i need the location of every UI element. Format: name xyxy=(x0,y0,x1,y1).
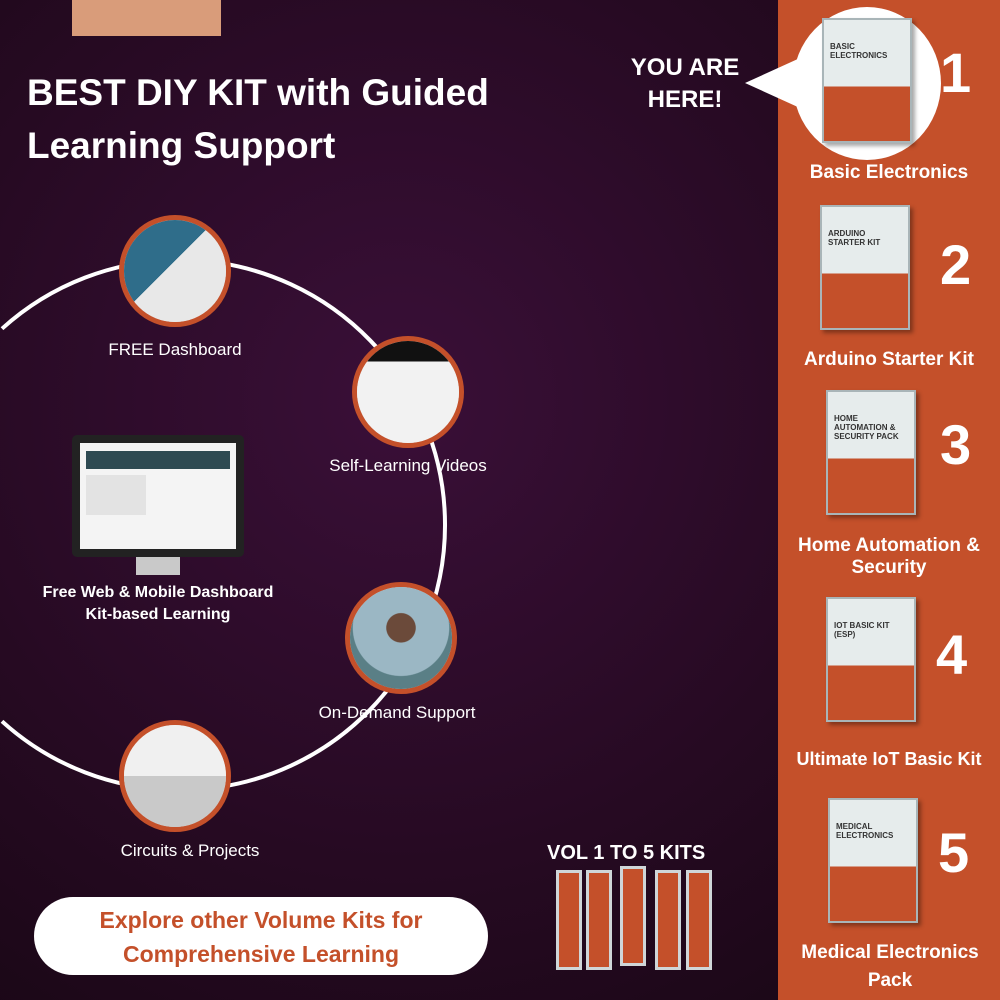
you-line: YOU ARE xyxy=(630,54,740,81)
kit-number: 4 xyxy=(936,623,968,686)
feature-videos-image xyxy=(352,336,464,448)
volumes-title: VOL 1 TO 5 KITS xyxy=(547,842,706,864)
cta-line: Explore other Volume Kits for xyxy=(99,907,423,933)
monitor-screen xyxy=(80,443,236,549)
feature-label: FREE Dashboard xyxy=(108,340,242,359)
box-text: IOT BASIC KIT (ESP) xyxy=(834,621,890,639)
caption-line: Kit-based Learning xyxy=(85,606,231,623)
kit-label[interactable]: Ultimate IoT Basic Kit xyxy=(796,749,982,769)
feature-label: On-Demand Support xyxy=(318,703,476,722)
feature-label: Circuits & Projects xyxy=(120,841,260,860)
box-text: MEDICAL ELECTRONICS xyxy=(836,822,894,840)
kit-4-box[interactable]: IOT BASIC KIT (ESP) xyxy=(826,597,916,722)
you-line: HERE! xyxy=(647,86,723,113)
caption-line: Free Web & Mobile Dashboard xyxy=(42,584,274,601)
feature-support-image xyxy=(345,582,457,694)
speech-bubble-pointer xyxy=(745,58,800,108)
feature-circuits-image xyxy=(119,720,231,832)
kit-number: 2 xyxy=(940,233,972,296)
feature-dashboard-image xyxy=(119,215,231,327)
volume-box-image xyxy=(556,870,582,970)
volume-box-image xyxy=(620,866,646,966)
kit-label[interactable]: Basic Electronics xyxy=(809,162,969,183)
kit-1-box[interactable]: BASIC ELECTRONICS xyxy=(822,18,912,143)
kit-number: 1 xyxy=(940,41,972,104)
dashboard-circuit-icon xyxy=(124,220,226,322)
monitor-dashboard-preview xyxy=(72,435,244,557)
page-title: BEST DIY KIT with Guided Learning Suppor… xyxy=(27,72,489,166)
volume-box-image xyxy=(586,870,612,970)
screen-card xyxy=(86,475,146,515)
box-text: BASIC ELECTRONICS xyxy=(830,42,888,60)
support-person-icon xyxy=(350,587,452,689)
decorative-tan-block xyxy=(72,0,221,36)
kit-label[interactable]: Arduino Starter Kit xyxy=(804,349,974,370)
kit-5-box[interactable]: MEDICAL ELECTRONICS xyxy=(828,798,918,923)
feature-label: Self-Learning Videos xyxy=(329,456,487,475)
box-text: ARDUINO STARTER KIT xyxy=(828,229,881,247)
volume-box-image xyxy=(686,870,712,970)
you-are-here-text: YOU ARE HERE! xyxy=(615,52,755,116)
volume-box-image xyxy=(655,870,681,970)
kit-number: 3 xyxy=(940,413,972,476)
circuit-diagram-icon xyxy=(124,725,226,827)
kit-3-box[interactable]: HOME AUTOMATION & SECURITY PACK xyxy=(826,390,916,515)
video-icon xyxy=(357,341,459,443)
kit-label[interactable]: Home Automation & Security xyxy=(798,535,980,578)
monitor-stand xyxy=(136,557,180,575)
cta-line: Comprehensive Learning xyxy=(122,941,400,967)
kit-label[interactable]: Medical Electronics Pack xyxy=(801,942,979,991)
screen-header xyxy=(86,451,230,469)
kit-number: 5 xyxy=(938,821,970,884)
kit-2-box[interactable]: ARDUINO STARTER KIT xyxy=(820,205,910,330)
box-text: HOME AUTOMATION & SECURITY PACK xyxy=(834,414,899,441)
